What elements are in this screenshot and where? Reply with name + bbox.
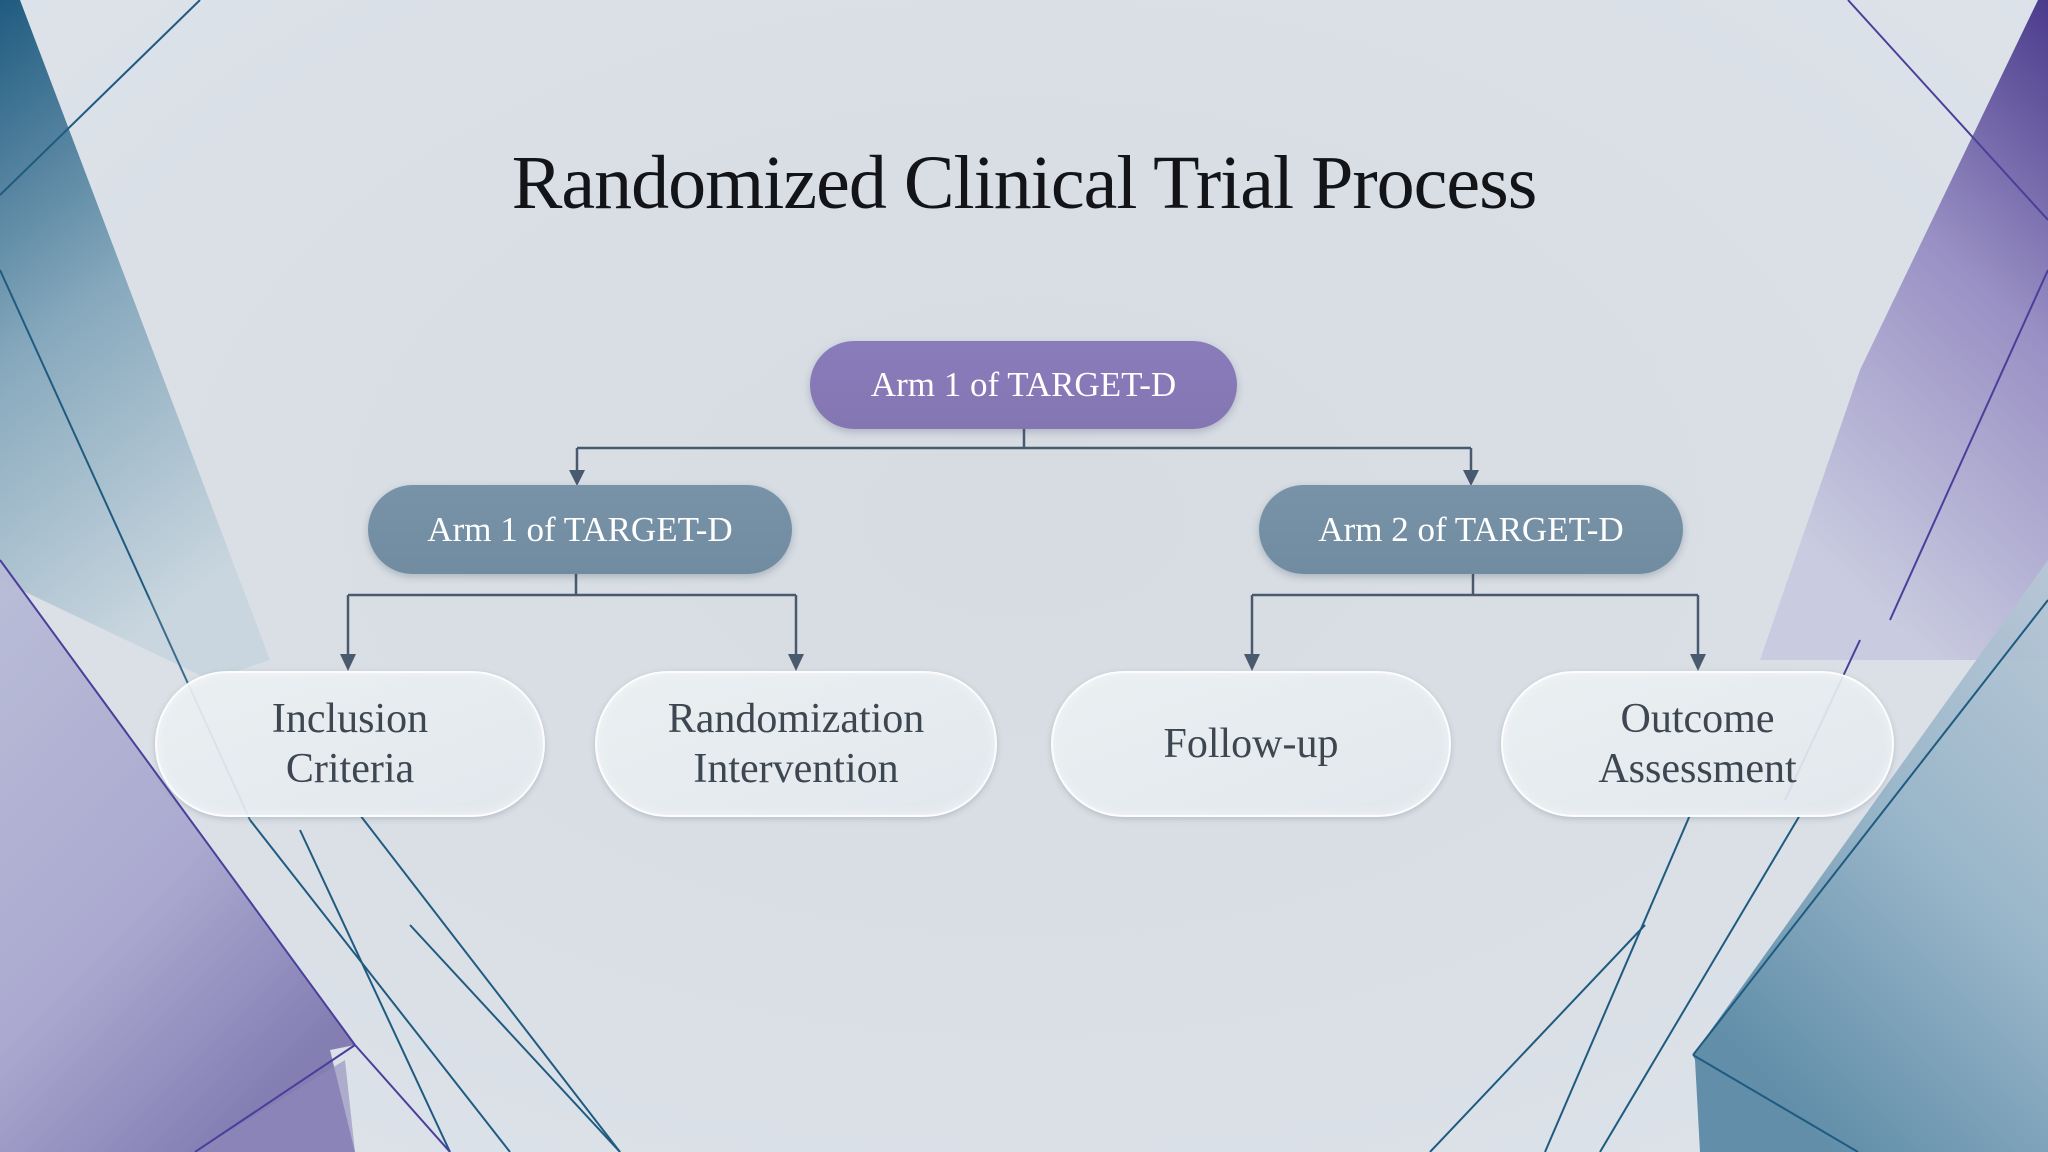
- node-root-label: Arm 1 of TARGET-D: [870, 365, 1177, 404]
- page-title: Randomized Clinical Trial Process: [511, 141, 1538, 225]
- bg-line: [1544, 814, 1691, 1152]
- arrowhead-icon: [1463, 470, 1479, 486]
- bg-line: [1429, 924, 1646, 1152]
- bg-line: [1692, 599, 2048, 1056]
- bg-shape-bottom-left: [0, 560, 355, 1152]
- node-follow-up-label: Follow-up: [1163, 721, 1339, 767]
- node-inclusion-criteria-label: Inclusion Criteria: [271, 696, 429, 792]
- node-randomization-intervention[interactable]: Randomization Intervention: [595, 671, 997, 817]
- bg-line: [249, 819, 511, 1152]
- bg-shape-bottom-right: [1693, 560, 2048, 1152]
- node-arm-1[interactable]: Arm 1 of TARGET-D: [368, 485, 792, 574]
- bg-line: [354, 1044, 451, 1152]
- arrowhead-icon: [788, 654, 804, 671]
- node-root[interactable]: Arm 1 of TARGET-D: [810, 341, 1237, 429]
- bg-line: [1889, 269, 2048, 621]
- bg-line: [1692, 1054, 1859, 1152]
- bg-shape-bottom-left-lower: [0, 1060, 355, 1152]
- node-follow-up[interactable]: Follow-up: [1051, 671, 1451, 817]
- node-randomization-intervention-label: Randomization Intervention: [667, 696, 925, 792]
- bg-shape-top-right: [1760, 0, 2048, 660]
- bg-line: [0, 559, 356, 1046]
- bg-line: [299, 829, 451, 1152]
- bg-line: [1847, 0, 2048, 221]
- node-outcome-assessment[interactable]: Outcome Assessment: [1501, 671, 1894, 817]
- bg-line: [0, 0, 201, 196]
- bg-line: [359, 814, 621, 1152]
- node-outcome-assessment-label: Outcome Assessment: [1598, 696, 1797, 792]
- arrowhead-icon: [1244, 654, 1260, 671]
- bg-line: [409, 924, 621, 1152]
- bg-shape-top-left: [0, 0, 270, 680]
- arrowhead-icon: [340, 654, 356, 671]
- bg-line: [194, 1044, 356, 1152]
- node-arm-2-label: Arm 2 of TARGET-D: [1318, 509, 1624, 549]
- arrowhead-icon: [1690, 654, 1706, 671]
- bg-line: [1599, 814, 1801, 1152]
- arrowhead-icon: [569, 470, 585, 486]
- node-inclusion-criteria[interactable]: Inclusion Criteria: [155, 671, 545, 817]
- node-arm-1-label: Arm 1 of TARGET-D: [427, 509, 733, 549]
- node-arm-2[interactable]: Arm 2 of TARGET-D: [1259, 485, 1683, 574]
- bg-line: [0, 269, 151, 601]
